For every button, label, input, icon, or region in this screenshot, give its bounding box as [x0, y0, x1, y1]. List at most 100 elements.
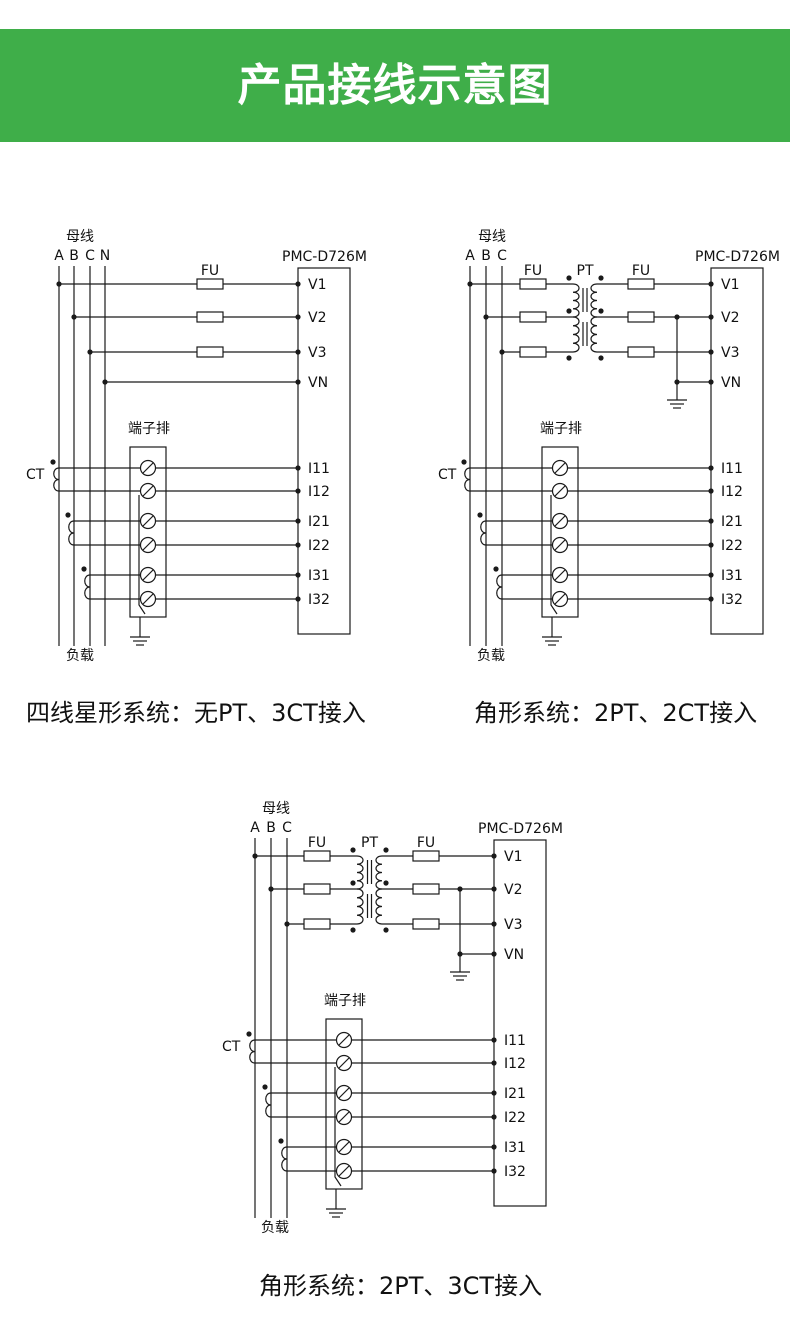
device-terminal-dot	[491, 1037, 497, 1043]
junction-dot	[56, 281, 62, 287]
junction-dot	[268, 886, 274, 892]
polarity-dot	[566, 308, 572, 314]
terminal-label-i11: I11	[721, 461, 743, 477]
ct-coil	[265, 1092, 272, 1118]
terminal-screw-icon	[338, 1034, 350, 1046]
diagram-1-caption: 四线星形系统：无PT、3CT接入	[26, 699, 366, 727]
terminal-label-i21: I21	[721, 514, 743, 530]
terminal-screw-icon	[142, 593, 154, 605]
terminal-screw-icon	[554, 593, 566, 605]
pt-coil	[356, 888, 364, 925]
polarity-dot	[246, 1031, 252, 1037]
junction-dot	[87, 349, 93, 355]
terminal-label-i31: I31	[721, 568, 743, 584]
phase-label-a: A	[250, 820, 260, 836]
polarity-dot	[350, 880, 356, 886]
phase-label-c: C	[85, 248, 95, 264]
polarity-dot	[350, 847, 356, 853]
junction-dot	[71, 314, 77, 320]
device-terminal-dot	[295, 488, 301, 494]
pt-label: PT	[577, 263, 594, 279]
terminal-label-v2: V2	[721, 310, 739, 326]
fuse-symbol	[412, 883, 440, 895]
terminal-label-vn: VN	[721, 375, 741, 391]
polarity-dot	[461, 459, 467, 465]
terminal-label-i11: I11	[504, 1033, 526, 1049]
junction-dot	[102, 379, 108, 385]
pt-coil	[590, 316, 598, 353]
junction-dot	[499, 349, 505, 355]
polarity-dot	[350, 927, 356, 933]
terminal-label-v3: V3	[721, 345, 739, 361]
fuse-symbol	[196, 278, 224, 290]
phase-label-b: B	[266, 820, 276, 836]
junction-dot	[674, 314, 680, 320]
terminal-label-i31: I31	[504, 1140, 526, 1156]
terminal-label-i12: I12	[721, 484, 743, 500]
fuse-symbol	[303, 850, 331, 862]
load-label: 负载	[477, 648, 505, 664]
pt-coil	[572, 283, 580, 318]
polarity-dot	[598, 275, 604, 281]
terminal-label-v1: V1	[721, 277, 739, 293]
terminal-screw-icon	[554, 515, 566, 527]
meter-device-box	[710, 267, 764, 635]
terminal-label-v3: V3	[308, 345, 326, 361]
ct-coil	[53, 467, 60, 492]
terminal-screw-icon	[554, 485, 566, 497]
terminal-label-i12: I12	[504, 1056, 526, 1072]
phase-label-a: A	[465, 248, 475, 264]
device-terminal-dot	[491, 1114, 497, 1120]
header-banner	[0, 29, 790, 142]
polarity-dot	[383, 880, 389, 886]
load-label: 负载	[66, 648, 94, 664]
polarity-dot	[81, 566, 87, 572]
terminal-screw-icon	[554, 569, 566, 581]
device-terminal-dot	[708, 596, 714, 602]
device-terminal-dot	[295, 572, 301, 578]
fuse-symbol	[412, 850, 440, 862]
phase-label-b: B	[69, 248, 79, 264]
busbar-label: 母线	[66, 229, 94, 245]
pt-coil	[375, 888, 383, 925]
meter-device-box	[297, 267, 351, 635]
polarity-dot	[262, 1084, 268, 1090]
fuse-symbol	[519, 311, 547, 323]
terminal-screw-icon	[554, 539, 566, 551]
terminal-label-i32: I32	[721, 592, 743, 608]
pt-coil	[356, 855, 364, 890]
junction-dot	[252, 853, 258, 859]
terminal-common-link	[334, 1067, 342, 1187]
ct-coil	[281, 1146, 288, 1172]
terminal-label-v2: V2	[504, 882, 522, 898]
fuse-label: FU	[417, 835, 435, 851]
polarity-dot	[477, 512, 483, 518]
fuse-symbol	[627, 346, 655, 358]
load-label: 负载	[261, 1220, 289, 1236]
terminal-common-link	[550, 495, 558, 615]
terminal-block-label: 端子排	[128, 421, 170, 437]
terminal-screw-icon	[554, 462, 566, 474]
polarity-dot	[598, 355, 604, 361]
terminal-label-i32: I32	[308, 592, 330, 608]
terminal-label-v2: V2	[308, 310, 326, 326]
terminal-label-i32: I32	[504, 1164, 526, 1180]
fuse-label: FU	[201, 263, 219, 279]
terminal-label-vn: VN	[308, 375, 328, 391]
pt-coil	[375, 855, 383, 890]
terminal-label-i31: I31	[308, 568, 330, 584]
terminal-label-i21: I21	[308, 514, 330, 530]
device-terminal-dot	[708, 465, 714, 471]
device-terminal-dot	[295, 542, 301, 548]
device-terminal-dot	[708, 542, 714, 548]
fuse-symbol	[627, 311, 655, 323]
junction-dot	[483, 314, 489, 320]
pt-coil	[572, 316, 580, 353]
phase-label-b: B	[481, 248, 491, 264]
terminal-screw-icon	[338, 1141, 350, 1153]
phase-label-c: C	[282, 820, 292, 836]
terminal-block-box	[325, 1018, 363, 1190]
phase-label-c: C	[497, 248, 507, 264]
fuse-symbol	[412, 918, 440, 930]
terminal-label-i12: I12	[308, 484, 330, 500]
